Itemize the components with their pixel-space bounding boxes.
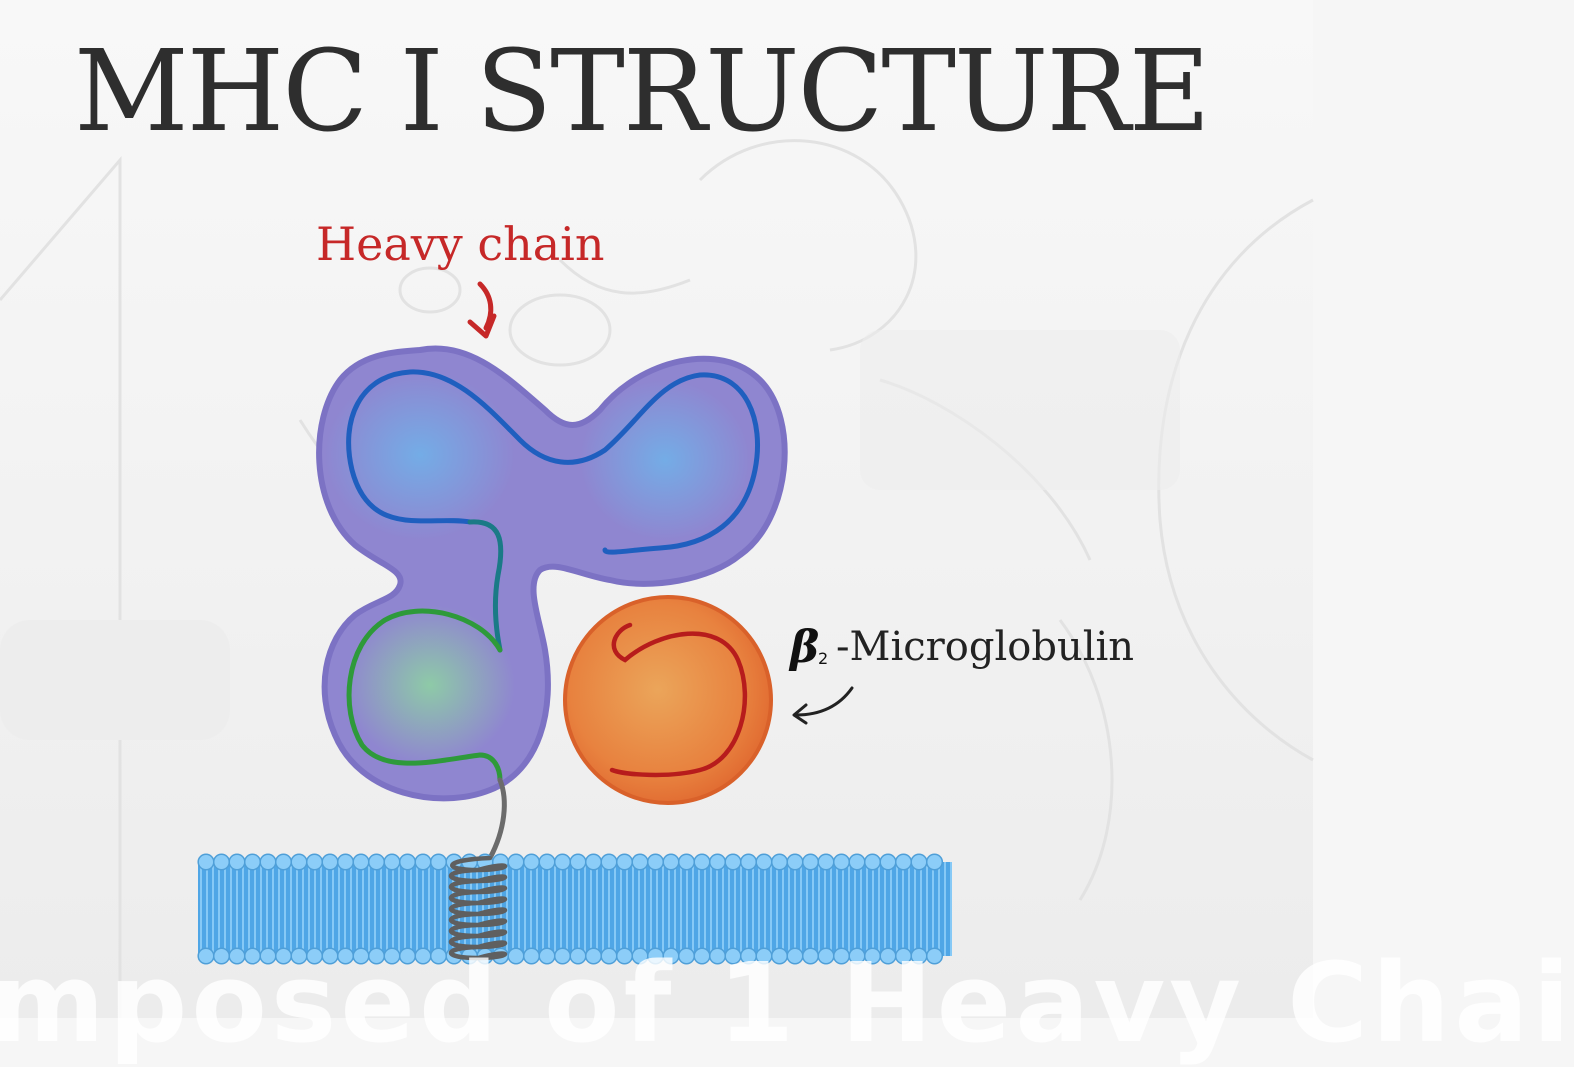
beta2-microglobulin bbox=[563, 595, 773, 805]
membrane-head-outer bbox=[228, 853, 246, 871]
membrane-head-outer bbox=[832, 853, 851, 871]
membrane-head-outer bbox=[910, 853, 928, 871]
membrane-head-outer bbox=[538, 853, 556, 871]
membrane-head-outer bbox=[274, 853, 293, 871]
membrane-head-outer bbox=[305, 853, 324, 871]
beta-symbol: β bbox=[788, 622, 819, 673]
transmembrane-anchor bbox=[487, 777, 507, 861]
membrane-head-outer bbox=[739, 853, 758, 871]
membrane-head-outer bbox=[569, 853, 587, 871]
membrane-head-outer bbox=[786, 853, 804, 871]
alpha3-chain-loop bbox=[346, 608, 503, 783]
membrane-head-outer bbox=[770, 853, 789, 871]
membrane-head-outer bbox=[879, 853, 897, 871]
membrane-head-outer bbox=[383, 853, 401, 871]
membrane-head-outer bbox=[584, 853, 603, 871]
membrane-head-outer bbox=[646, 853, 665, 871]
membrane-head-outer bbox=[290, 853, 308, 871]
beta2-microglobulin-label-group: β 2 -Microglobulin bbox=[788, 622, 1134, 725]
membrane-head-outer bbox=[321, 853, 339, 871]
membrane-head-outer bbox=[553, 853, 572, 871]
membrane-head-outer bbox=[352, 853, 370, 871]
alpha-chain-loop bbox=[346, 369, 761, 555]
membrane-head-outer bbox=[925, 853, 944, 871]
membrane-head-outer bbox=[863, 853, 882, 871]
membrane-head-outer bbox=[693, 853, 711, 871]
alpha3-domain-glow bbox=[345, 605, 515, 765]
membrane-head-inner bbox=[925, 947, 944, 965]
membrane-head-outer bbox=[848, 853, 866, 871]
membrane-head-outer bbox=[243, 853, 262, 871]
membrane-head-outer bbox=[259, 853, 277, 871]
beta2-pointer-arrow-icon bbox=[794, 686, 854, 717]
membrane-head-outer bbox=[801, 853, 820, 871]
heavy-chain-arrowhead-icon bbox=[467, 313, 497, 339]
membrane-head-outer bbox=[367, 853, 386, 871]
transmembrane-helix bbox=[448, 855, 508, 961]
alpha-chain-connector bbox=[467, 519, 504, 653]
heavy-chain-arrow-icon bbox=[477, 281, 494, 331]
anchor-stalk bbox=[487, 777, 507, 861]
beta2-microglobulin-body bbox=[563, 595, 773, 805]
membrane-lipid-tails bbox=[198, 862, 952, 956]
slide-title: MHC I STRUCTURE bbox=[74, 27, 1211, 157]
membrane-head-outer bbox=[708, 853, 727, 871]
heavy-chain bbox=[316, 345, 788, 802]
membrane-head-outer bbox=[755, 853, 773, 871]
slide-stage: MHC I STRUCTURE bbox=[0, 0, 1314, 1018]
beta2-microglobulin-loop bbox=[609, 622, 748, 778]
heavy-chain-label: Heavy chain bbox=[316, 217, 605, 271]
membrane-head-outer bbox=[429, 853, 448, 871]
membrane-head-outer bbox=[894, 853, 913, 871]
alpha1-domain-glow bbox=[325, 370, 515, 540]
membrane-head-outer bbox=[212, 853, 231, 871]
beta2-microglobulin-label: -Microglobulin bbox=[836, 624, 1134, 670]
membrane-head-outer bbox=[631, 853, 649, 871]
membrane-head-outer bbox=[507, 853, 525, 871]
membrane-head-outer bbox=[817, 853, 835, 871]
alpha2-domain-glow bbox=[580, 380, 750, 540]
membrane-head-outer bbox=[336, 853, 355, 871]
membrane-head-outer bbox=[615, 853, 634, 871]
mhc-i-diagram: Heavy chain β 2 -Microglobul bbox=[197, 217, 1134, 965]
beta-subscript: 2 bbox=[818, 649, 828, 668]
subtitle-caption: mposed of 1 Heavy Chai bbox=[0, 939, 1574, 1067]
beta2-pointer-arrowhead-icon bbox=[792, 703, 808, 725]
membrane-head-outer bbox=[197, 853, 215, 871]
helix-coil bbox=[448, 855, 508, 961]
membrane-head-outer bbox=[677, 853, 696, 871]
membrane-head-outer bbox=[414, 853, 432, 871]
membrane-head-outer bbox=[398, 853, 417, 871]
background-illustration bbox=[0, 139, 1314, 1018]
membrane-head-outer bbox=[724, 853, 742, 871]
membrane-head-outer bbox=[600, 853, 618, 871]
membrane-head-outer bbox=[662, 853, 680, 871]
membrane-head-outer bbox=[522, 853, 541, 871]
